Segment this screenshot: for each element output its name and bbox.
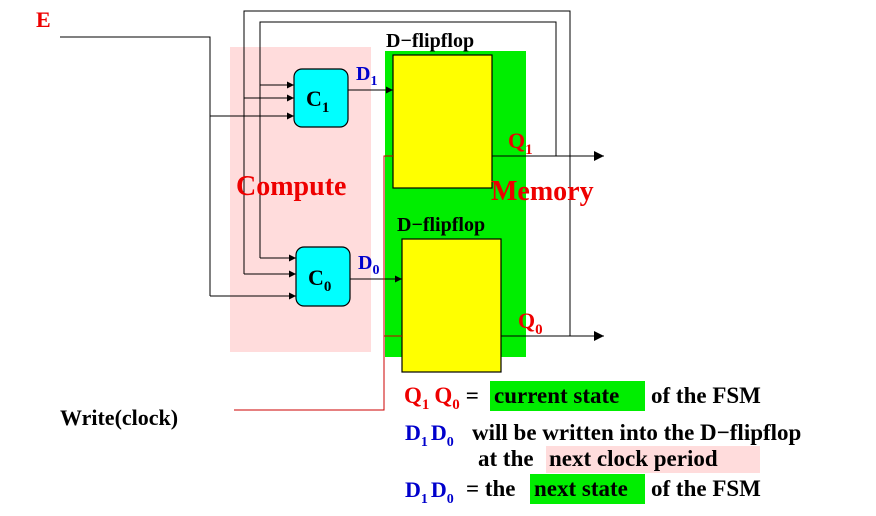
next-state-text: next state (534, 476, 628, 501)
q0-feedback-wire (243, 10, 571, 336)
next-clock-highlight (546, 446, 760, 473)
memory-label: Memory (491, 176, 594, 207)
dff-top-label: D−flipflop (386, 30, 474, 52)
note-line-2: will be written into the D−flipflop (472, 420, 801, 445)
write-clock-label: Write(clock) (60, 405, 178, 430)
q0-label: Q0 (518, 308, 543, 338)
dff-bottom-box (401, 238, 502, 373)
note-line-1-rest: of the FSM (651, 383, 761, 408)
dff-top-box (392, 54, 493, 189)
q1-label: Q1 (508, 128, 533, 158)
c0-label: C0 (308, 265, 331, 295)
note-line-4-rest: of the FSM (651, 476, 761, 501)
q1-feedback-wire (259, 21, 557, 258)
current-state-highlight (490, 381, 645, 411)
compute-label: Compute (236, 171, 346, 202)
e-wire (60, 36, 211, 296)
d0-label: D0 (358, 252, 379, 278)
c1-label: C1 (306, 86, 329, 116)
next-clock-text: next clock period (549, 446, 718, 471)
d1-label: D1 (356, 63, 377, 89)
note-line-4-equals: = the (466, 476, 516, 501)
c0-block (295, 246, 351, 307)
next-state-highlight (530, 474, 645, 504)
wires (60, 10, 604, 341)
note-line-3-prefix: at the (478, 446, 534, 471)
current-state-text: current state (494, 383, 619, 408)
dff-bottom-label: D−flipflop (397, 214, 485, 236)
input-e-label: E (36, 7, 51, 32)
clock-wire (234, 155, 402, 411)
